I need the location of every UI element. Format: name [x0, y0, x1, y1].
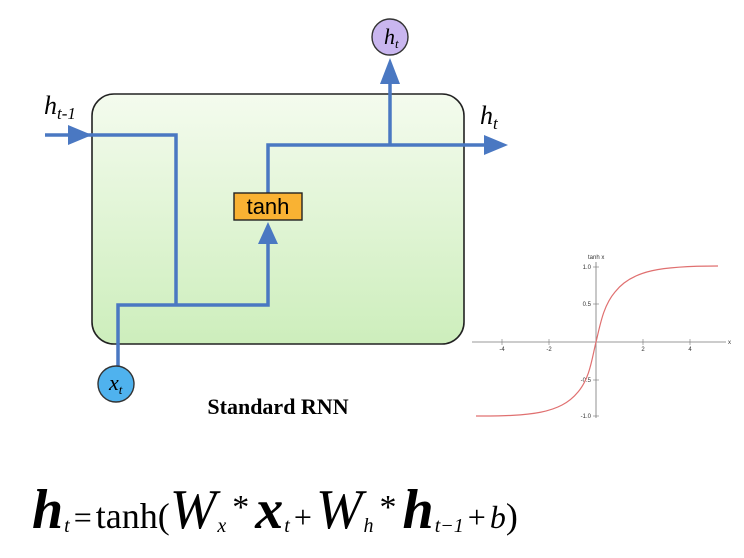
- tanh-y-tick: -0.5: [581, 378, 592, 384]
- tanh-plot: tanh x x -4 -2 2 4 1.0 0.5 -0.5 -1.0: [472, 255, 731, 420]
- input-node-label: xt: [108, 370, 123, 397]
- eq-equals: =: [73, 499, 92, 535]
- eq-star1: *: [232, 489, 250, 526]
- tanh-plot-title: tanh x: [588, 255, 604, 261]
- eq-w2: W: [315, 479, 363, 541]
- eq-plus1: +: [293, 499, 312, 535]
- eq-h: h: [402, 479, 434, 541]
- tanh-y-tick: 1.0: [583, 265, 592, 271]
- arrow-out-top: [380, 58, 400, 84]
- output-node-label: ht: [384, 24, 399, 51]
- eq-lhs: h: [32, 479, 64, 541]
- eq-b: b: [489, 499, 506, 535]
- eq-star2: *: [379, 489, 397, 526]
- eq-w2-sub: h: [363, 515, 374, 537]
- tanh-gate: [233, 192, 303, 221]
- tanh-x-axis-label: x: [728, 340, 731, 346]
- eq-h-sub: t−1: [434, 515, 464, 537]
- tanh-x-ticks: [501, 339, 691, 345]
- tanh-y-tick: -1.0: [581, 414, 592, 420]
- arrow-out-right: [484, 135, 508, 155]
- output-node: [371, 18, 409, 56]
- output-wire: [266, 143, 486, 193]
- eq-tanh: tanh(: [95, 496, 170, 536]
- diagram-caption: Standard RNN: [207, 394, 348, 419]
- tanh-x-tick: 2: [641, 347, 645, 353]
- output-hidden-label: ht: [480, 101, 499, 133]
- tanh-gate-label: tanh: [247, 194, 290, 219]
- eq-close: ): [505, 496, 518, 536]
- eq-w1: W: [169, 479, 217, 541]
- tanh-x-tick: -2: [546, 347, 552, 353]
- tanh-x-tick: -4: [499, 347, 505, 353]
- eq-x-sub: t: [284, 515, 290, 537]
- input-node: [97, 365, 135, 403]
- tanh-y-ticks: [593, 266, 599, 417]
- arrow-into-tanh: [258, 222, 278, 244]
- eq-w1-sub: x: [217, 515, 227, 537]
- eq-x: x: [255, 479, 284, 541]
- rnn-diagram: tanh ht-1 ht ht xt Standard RNN tanh x x…: [44, 18, 731, 420]
- eq-plus2: +: [467, 499, 486, 535]
- rnn-equation: ht = tanh(Wx * xt + Wh * ht−1 + b): [32, 478, 518, 548]
- tanh-x-tick: 4: [688, 347, 692, 353]
- input-wire: [116, 242, 270, 368]
- arrow-heads: [68, 58, 508, 244]
- tanh-curve: [475, 265, 719, 417]
- eq-lhs-sub: t: [64, 515, 70, 537]
- arrow-into-cell: [68, 125, 92, 145]
- prev-hidden-label: ht-1: [44, 91, 76, 123]
- tanh-y-tick: 0.5: [583, 302, 592, 308]
